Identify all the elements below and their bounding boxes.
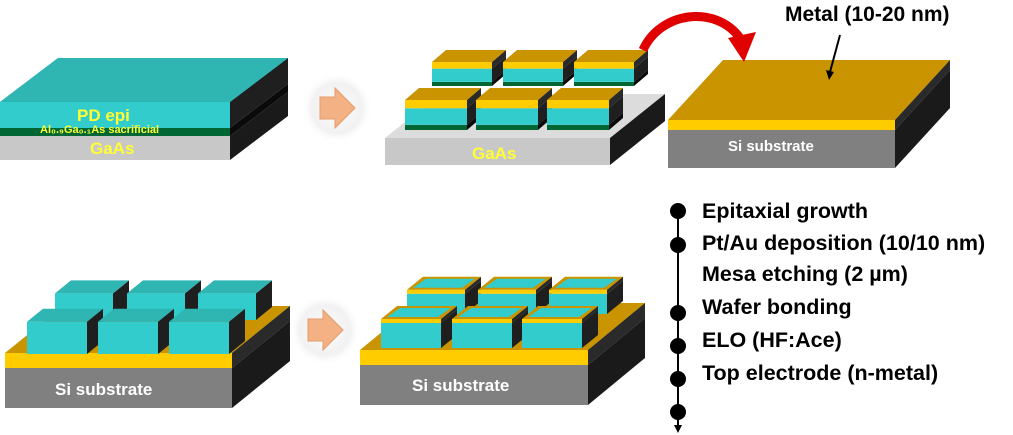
step-elo: ELO (HF:Ace) bbox=[702, 328, 842, 352]
step-epitaxial-growth: Epitaxial growth bbox=[702, 199, 869, 223]
panel-bonded-mesa bbox=[5, 280, 290, 408]
process-step-list: Epitaxial growth Pt/Au deposition (10/10… bbox=[702, 196, 1012, 389]
metal-pointer-line bbox=[829, 34, 841, 73]
si-substrate-label-1: Si substrate bbox=[728, 138, 814, 155]
gaas-substrate-label: GaAs bbox=[90, 139, 135, 158]
step-mesa-etching: Mesa etching (2 µm) bbox=[702, 262, 908, 286]
timeline-dot bbox=[670, 237, 686, 253]
mesa bbox=[547, 88, 623, 130]
mesa-with-electrode bbox=[522, 306, 598, 348]
metal-thickness-label: Metal (10-20 nm) bbox=[785, 3, 950, 26]
mesa bbox=[503, 50, 577, 86]
gaas-substrate-label-2: GaAs bbox=[472, 144, 517, 163]
mesa-with-electrode bbox=[452, 306, 528, 348]
mesa-array-gaas bbox=[405, 50, 648, 130]
process-arrow-2 bbox=[289, 294, 361, 366]
mesa bbox=[27, 308, 103, 354]
mesa bbox=[574, 50, 648, 86]
mesa-with-electrode bbox=[381, 306, 457, 348]
mesa-array-si bbox=[27, 280, 272, 354]
mesa bbox=[405, 88, 481, 130]
pd-epi-label: PD epi bbox=[77, 106, 130, 125]
timeline-dot bbox=[670, 203, 686, 219]
process-timeline bbox=[670, 203, 686, 433]
step-top-electrode: Top electrode (n-metal) bbox=[702, 361, 939, 385]
process-arrow-1 bbox=[301, 72, 373, 144]
panel-mesa-on-gaas bbox=[385, 50, 665, 165]
step-wafer-bonding: Wafer bonding bbox=[702, 295, 852, 319]
step-pt-au-deposition: Pt/Au deposition (10/10 nm) bbox=[702, 231, 986, 255]
flip-arrow bbox=[638, 12, 744, 53]
timeline-dot bbox=[670, 371, 686, 387]
mesa bbox=[98, 308, 174, 354]
timeline-dot bbox=[670, 338, 686, 354]
mesa bbox=[476, 88, 552, 130]
si-substrate-label-2: Si substrate bbox=[55, 380, 153, 399]
mesa bbox=[169, 308, 245, 354]
mesa bbox=[432, 50, 506, 86]
sacrificial-layer-label: Al₀.₉Ga₀.₁As sacrificial bbox=[40, 124, 160, 136]
panel-si-with-metal bbox=[638, 12, 950, 168]
mesa-array-electrode bbox=[381, 276, 623, 348]
panel-epitaxial-wafer bbox=[0, 58, 288, 160]
si-substrate-label-3: Si substrate bbox=[412, 376, 510, 395]
timeline-dot bbox=[670, 305, 686, 321]
timeline-dot bbox=[670, 404, 686, 420]
panel-top-electrode bbox=[360, 276, 645, 405]
